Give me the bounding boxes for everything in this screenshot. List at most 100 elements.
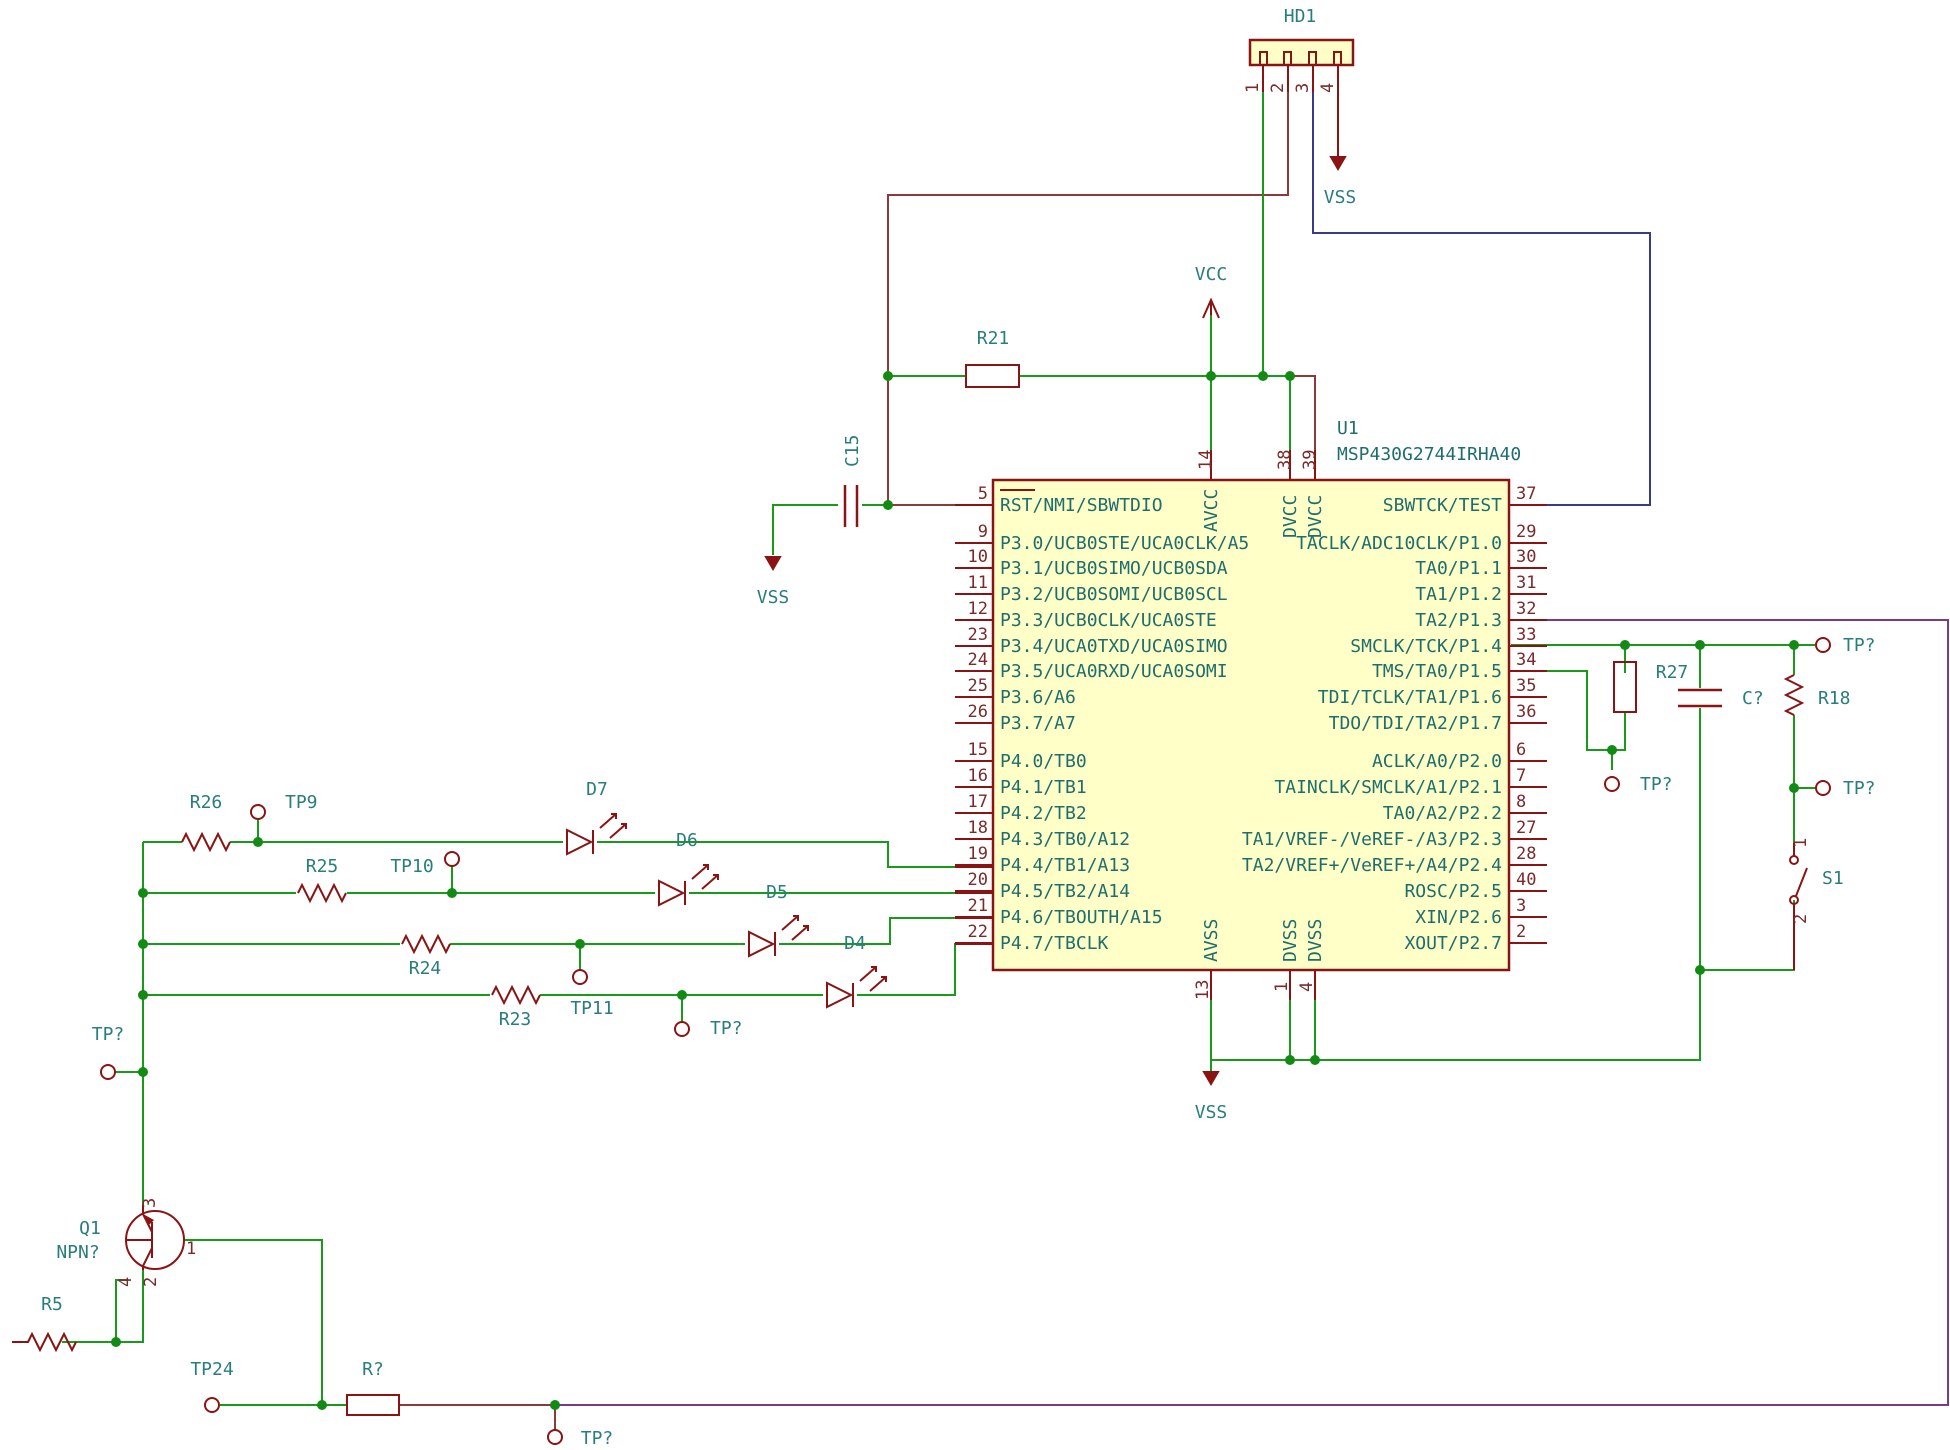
- u1-right-pin-number: 6: [1516, 740, 1526, 760]
- d5-label: D5: [766, 882, 788, 903]
- u1-right-pin-name: TA1/P1.2: [1415, 584, 1502, 605]
- u1-left-pin-name: P4.7/TBCLK: [1000, 933, 1109, 954]
- avcc-label: AVCC: [1201, 489, 1222, 532]
- u1-left-pin-number: 5: [978, 484, 988, 504]
- resistor-r21: R21: [965, 328, 1020, 388]
- u1-left-pin-number: 24: [968, 650, 988, 670]
- tp24-label: TP24: [190, 1359, 233, 1380]
- test-point-left: TP?: [92, 1024, 124, 1080]
- tp-r1-label: TP?: [1843, 635, 1876, 656]
- pin-13: 13: [1193, 980, 1213, 1000]
- u1-right-pin-name: TA0/P1.1: [1415, 558, 1502, 579]
- resistor-r18: R18: [1783, 674, 1851, 716]
- u1-body: [991, 478, 1511, 972]
- u1-left-pin-number: 18: [968, 818, 988, 838]
- u1-right-pin-number: 27: [1516, 818, 1536, 838]
- u1-left-pin-name: P3.0/UCB0STE/UCA0CLK/A5: [1000, 533, 1249, 554]
- vcc-label: VCC: [1195, 264, 1228, 285]
- u1-right-pin-number: 33: [1516, 625, 1536, 645]
- u1-right-pin-number: 34: [1516, 650, 1536, 670]
- test-point-r-switch: TP?: [1815, 778, 1876, 799]
- capacitor-c: C?: [1678, 688, 1764, 709]
- u1-right-pin-number: 40: [1516, 870, 1536, 890]
- u1-left-pin-number: 16: [968, 766, 988, 786]
- u1-right-pin-name: XOUT/P2.7: [1404, 933, 1502, 954]
- q1-pin-2: 2: [141, 1277, 161, 1287]
- vss-symbol-top: VSS: [1324, 156, 1356, 208]
- resistor-r24: R24: [401, 933, 451, 979]
- tp9-label: TP9: [285, 792, 318, 813]
- junctions: [111, 371, 1799, 1410]
- wire-d7: [597, 841, 993, 868]
- tp-bottom-label: TP?: [581, 1428, 614, 1449]
- test-point-mid: TP?: [674, 1018, 743, 1039]
- r23-label: R23: [499, 1009, 532, 1030]
- led-d5: D5: [658, 864, 788, 907]
- u1-left-pin-name: P3.4/UCA0TXD/UCA0SIMO: [1000, 636, 1228, 657]
- s1-pin-1: 1: [1791, 838, 1811, 848]
- u1-right-pin-number: 2: [1516, 922, 1526, 942]
- vss-label-bottom: VSS: [1195, 1102, 1228, 1123]
- u1-right-pin-name: ROSC/P2.5: [1404, 881, 1502, 902]
- q1-value: NPN?: [56, 1242, 99, 1263]
- u1-right-pin-name: TA1/VREF-/VeREF-/A3/P2.3: [1242, 829, 1502, 850]
- u1-left-pin-name: P4.4/TB1/A13: [1000, 855, 1130, 876]
- resistor-r5: R5: [12, 1294, 77, 1353]
- r25-label: R25: [306, 856, 339, 877]
- tp11-label: TP11: [570, 998, 613, 1019]
- pin-4: 4: [1297, 982, 1317, 992]
- u1-right-pin-name: TA2/VREF+/VeREF+/A4/P2.4: [1242, 855, 1502, 876]
- u1-right-pin-name: ACLK/A0/P2.0: [1372, 751, 1502, 772]
- tp-mid-label: TP?: [710, 1018, 743, 1039]
- wire-q1-emitter: [116, 1270, 144, 1343]
- wire-hd1-pin3: [1312, 92, 1651, 506]
- test-point-tp11: TP11: [570, 969, 614, 1019]
- s1-pin-2: 2: [1791, 914, 1811, 924]
- led-d6: [826, 966, 887, 1009]
- wire-r-bot: [399, 1404, 556, 1430]
- u1-left-pin-name: P3.3/UCB0CLK/UCA0STE: [1000, 610, 1217, 631]
- pin-1: 1: [1272, 982, 1292, 992]
- r-bottom-label: R?: [362, 1359, 384, 1380]
- u1-right-pin-name: TMS/TA0/P1.5: [1372, 661, 1502, 682]
- wire-vss-bottom: [1210, 970, 1701, 1061]
- u1-left-pin-number: 25: [968, 676, 988, 696]
- u1-left-pin-name: P4.5/TB2/A14: [1000, 881, 1130, 902]
- u1-left-pin-name: RST/NMI/SBWTDIO: [1000, 495, 1163, 516]
- dvss-label-2: DVSS: [1305, 919, 1326, 962]
- switch-s1: S1 1 2: [1789, 838, 1844, 970]
- u1-right-pin-name: TAINCLK/SMCLK/A1/P2.1: [1274, 777, 1502, 798]
- pin-38: 38: [1275, 450, 1295, 470]
- u1-left-pin-number: 26: [968, 702, 988, 722]
- wire-q1-pin4: [115, 1279, 128, 1342]
- vcc-symbol: VCC: [1195, 264, 1228, 319]
- r26-label: R26: [190, 792, 223, 813]
- pin-39: 39: [1300, 450, 1320, 470]
- avss-label: AVSS: [1201, 919, 1222, 962]
- vss-symbol-bottom: VSS: [1195, 1060, 1228, 1123]
- u1-left-pin-name: P4.1/TB1: [1000, 777, 1087, 798]
- pin-14: 14: [1196, 450, 1216, 470]
- u1-right-pin-number: 8: [1516, 792, 1526, 812]
- u1-left-pin-number: 9: [978, 522, 988, 542]
- wire-d4: [779, 917, 993, 945]
- d4-label: D4: [844, 933, 866, 954]
- wire-r27-bottom: [1612, 713, 1626, 751]
- u1-ref: U1: [1337, 418, 1359, 439]
- r21-label: R21: [977, 328, 1010, 349]
- wire-dvcc2: [1290, 375, 1316, 480]
- wire-rst: [887, 376, 990, 506]
- u1-left-pin-number: 23: [968, 625, 988, 645]
- r18-label: R18: [1818, 688, 1851, 709]
- wire-r21-right: [1019, 375, 1291, 480]
- u1-left-pin-number: 22: [968, 922, 988, 942]
- u1-right-pin-number: 7: [1516, 766, 1526, 786]
- dvcc-label-2: DVCC: [1305, 495, 1326, 538]
- u1-left-pin-name: P3.1/UCB0SIMO/UCB0SDA: [1000, 558, 1228, 579]
- s1-label: S1: [1822, 868, 1844, 889]
- tp-r2-label: TP?: [1640, 774, 1673, 795]
- hd1-pin-4: 4: [1318, 83, 1338, 93]
- dvcc-label-1: DVCC: [1280, 495, 1301, 538]
